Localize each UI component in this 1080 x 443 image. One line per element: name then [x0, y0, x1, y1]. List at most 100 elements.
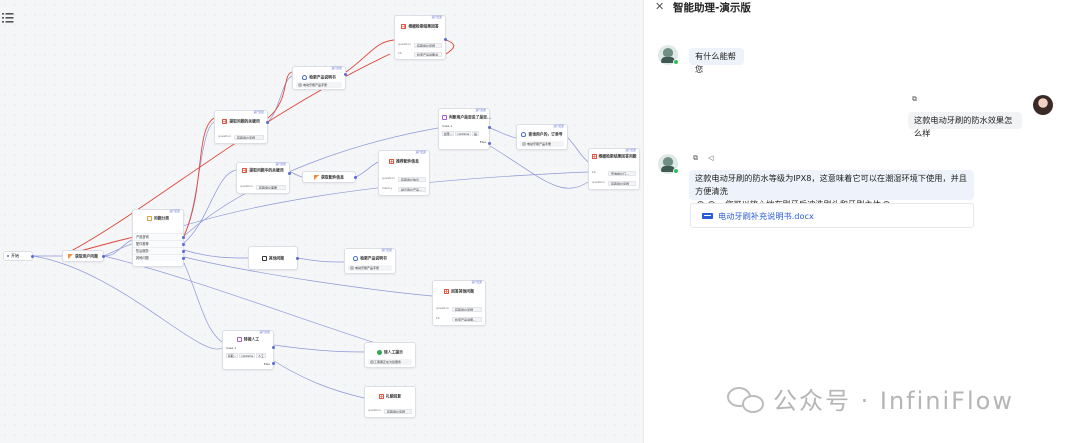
run-result-tag[interactable]: 运行结果 [625, 149, 636, 152]
node-title: 转人工提示 [384, 349, 403, 355]
switch-icon [236, 337, 242, 342]
node-title: 提取问题中的关键词 [249, 167, 284, 173]
attachment-card[interactable]: 电动牙刷补充说明书.docx [690, 203, 974, 228]
edge-active [445, 39, 455, 55]
category-item[interactable]: 配件推荐 [133, 240, 185, 247]
run-result-tag[interactable]: 运行结果 [275, 163, 286, 166]
other-question-node[interactable]: 其他问题 [248, 246, 299, 270]
category-item[interactable]: 其他问题 [133, 254, 185, 261]
check-icon [377, 350, 382, 355]
categorize-node[interactable]: 运行结果 问题分类 产品咨询 配件推荐 售后服务 其他问题 [132, 209, 185, 267]
human-message-node[interactable]: 转人工提示 人工客服正在为您服务 [364, 342, 416, 368]
kb-chip: 电动牙刷产品手册 [348, 265, 392, 271]
edge-active [345, 39, 395, 73]
close-icon[interactable]: ✕ [655, 0, 665, 13]
online-status-icon [673, 168, 679, 174]
output-port[interactable] [181, 236, 185, 239]
node-title: 问题分类 [153, 215, 170, 221]
edge [183, 169, 237, 244]
order-retrieval-node[interactable]: 运行结果 查询用户的，订单号 电动牙刷产品手册 [516, 124, 568, 150]
flag-icon [314, 175, 320, 180]
copy-icon[interactable]: ⧉ [693, 154, 698, 162]
category-item[interactable]: 产品咨询 [133, 233, 185, 240]
edge [289, 171, 303, 178]
edge [489, 145, 589, 189]
output-port[interactable] [271, 362, 275, 365]
output-port[interactable] [181, 257, 185, 260]
run-result-tag[interactable]: 运行结果 [331, 67, 342, 70]
categorize-icon [146, 216, 152, 221]
output-port[interactable] [181, 250, 185, 253]
node-title: 根据检索结果回答 [408, 23, 439, 29]
begin-label: 开始 [11, 253, 19, 258]
kb-chip: 电动牙刷产品手册 [296, 82, 342, 88]
run-result-tag[interactable]: 运行结果 [169, 210, 180, 213]
output-port[interactable] [353, 176, 357, 179]
run-result-tag[interactable]: 运行结果 [381, 249, 392, 252]
run-result-tag[interactable]: 运行结果 [253, 111, 264, 114]
run-result-tag[interactable]: 运行结果 [259, 331, 270, 334]
edge [183, 121, 215, 237]
output-port[interactable] [343, 73, 347, 76]
output-port[interactable] [271, 346, 275, 349]
user-avatar [1033, 95, 1053, 115]
edge-active [267, 71, 293, 119]
run-result-tag[interactable]: 运行结果 [475, 109, 486, 112]
speaker-icon[interactable]: ◁ [708, 154, 714, 162]
grid-icon [378, 394, 384, 399]
output-port[interactable] [295, 257, 299, 260]
category-item[interactable]: 售后服务 [133, 247, 185, 254]
copy-icon[interactable]: ⧉ [912, 95, 917, 103]
output-port[interactable] [265, 121, 269, 124]
edge [267, 75, 293, 123]
node-title: 查询用户的，订单号 [528, 131, 563, 137]
output-port[interactable] [487, 142, 491, 145]
node-title: 回答其他问题 [451, 288, 474, 294]
switch-icon [442, 115, 447, 120]
run-result-tag[interactable]: 运行结果 [471, 281, 482, 284]
flag-icon [68, 254, 74, 259]
run-result-tag[interactable]: 运行结果 [431, 16, 442, 19]
output-port[interactable] [30, 255, 34, 258]
bulb-icon [302, 75, 308, 80]
attachment-name[interactable]: 电动牙刷补充说明书.docx [718, 210, 814, 221]
kb-chip: 电动牙刷产品手册 [520, 141, 564, 147]
output-port[interactable] [443, 38, 447, 41]
run-result-tag[interactable]: 运行结果 [553, 125, 564, 128]
message-icon [261, 256, 267, 261]
output-port[interactable] [487, 126, 491, 129]
rewrite-node[interactable]: 获取用户问题 [62, 250, 105, 262]
grid-icon [389, 159, 395, 164]
product-retrieval-node[interactable]: 运行结果 检索产品说明书 电动牙刷产品手册 [292, 66, 347, 90]
edge [297, 257, 345, 263]
node-title: 获取用户问题 [75, 253, 98, 259]
service-retrieval-node[interactable]: 运行结果 检索产品说明书 电动牙刷产品手册 [344, 248, 396, 274]
node-title: 检索产品说明书 [309, 74, 336, 80]
node-title: 判断用户是否说了是否... [449, 114, 492, 120]
edge [103, 239, 133, 257]
output-port[interactable] [181, 243, 185, 246]
output-port[interactable] [101, 255, 105, 258]
workflow-canvas[interactable]: 开始 获取用户问题 运行结果 问题分类 产品咨询 配件推荐 售后服务 其他问题 … [0, 0, 643, 443]
list-icon[interactable] [2, 12, 14, 24]
wechat-icon [727, 384, 765, 414]
begin-node[interactable]: 开始 [3, 251, 34, 261]
output-port[interactable] [287, 172, 291, 175]
run-result-tag[interactable]: 运行结果 [415, 151, 426, 154]
accessory-info-node[interactable]: 获取配件信息 [302, 171, 357, 183]
